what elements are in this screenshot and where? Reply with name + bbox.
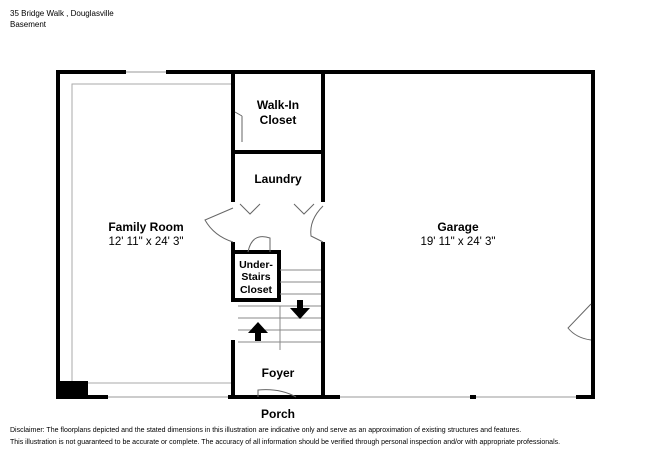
under-stairs-closet-label-3: Closet [240,284,273,296]
staircase [238,269,321,350]
family-room-outline [71,83,232,384]
foyer-label: Foyer [262,366,295,380]
corner-column [58,381,88,397]
under-stairs-closet-label-1: Under- [239,259,273,271]
walk-in-closet-label-2: Closet [260,113,297,127]
laundry-label: Laundry [254,172,302,186]
doors [204,111,592,398]
floor-level-label: Basement [10,20,47,29]
room-labels: Family Room 12' 11" x 24' 3" Walk-In Clo… [108,98,495,421]
stairs-up-arrow [248,322,268,341]
porch-label: Porch [261,407,295,421]
disclaimer-line-2: This illustration is not guaranteed to b… [10,439,561,446]
exterior-walls [56,70,595,399]
walk-in-closet-label-1: Walk-In [257,98,299,112]
stairs-down-arrow [290,300,310,319]
under-stairs-closet-label-2: Stairs [241,271,270,283]
garage-label: Garage [437,220,479,234]
disclaimer-line-1: Disclaimer: The floorplans depicted and … [10,427,522,434]
interior-walls [231,72,325,397]
windows [108,70,576,400]
garage-dimensions: 19' 11" x 24' 3" [420,236,495,248]
family-room-dimensions: 12' 11" x 24' 3" [108,236,183,248]
property-address: 35 Bridge Walk , Douglasville [10,9,114,18]
family-room-label: Family Room [108,220,183,234]
